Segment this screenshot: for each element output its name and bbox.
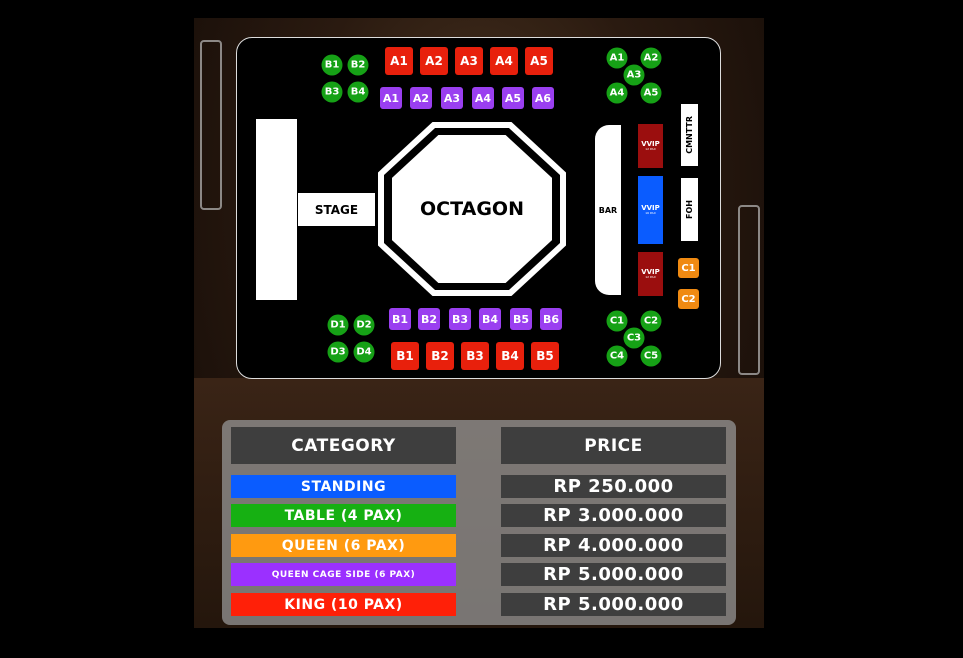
price-cell: RP 5.000.000 xyxy=(501,563,726,586)
vvip-pax: 16 PAX xyxy=(645,211,656,215)
table-seat[interactable]: D4 xyxy=(353,341,375,363)
table-seat[interactable]: B3 xyxy=(321,81,343,103)
commentator-label: CMNTTR xyxy=(685,116,694,154)
queen-seat[interactable]: C1 xyxy=(678,258,699,278)
vvip-label: VVIP xyxy=(641,140,660,148)
table-seat[interactable]: C5 xyxy=(640,345,662,367)
cage-side-seat[interactable]: B3 xyxy=(449,308,471,330)
table-seat[interactable]: C4 xyxy=(606,345,628,367)
table-seat[interactable]: A4 xyxy=(606,82,628,104)
cage-side-seat[interactable]: A5 xyxy=(502,87,524,109)
category-cell: KING (10 PAX) xyxy=(231,593,456,616)
king-seat[interactable]: B5 xyxy=(531,342,559,370)
price-cell: RP 3.000.000 xyxy=(501,504,726,527)
price-cell: RP 4.000.000 xyxy=(501,534,726,557)
stage-label: STAGE xyxy=(298,193,375,226)
foh-label: FOH xyxy=(685,200,694,219)
price-header: PRICE xyxy=(501,427,726,464)
category-cell: QUEEN (6 PAX) xyxy=(231,534,456,557)
king-seat[interactable]: A5 xyxy=(525,47,553,75)
table-seat[interactable]: A2 xyxy=(640,47,662,69)
king-seat[interactable]: A1 xyxy=(385,47,413,75)
cage-side-seat[interactable]: A2 xyxy=(410,87,432,109)
king-seat[interactable]: B3 xyxy=(461,342,489,370)
vvip-pax: 12 PAX xyxy=(645,275,656,279)
king-seat[interactable]: B1 xyxy=(391,342,419,370)
commentator-booth: CMNTTR xyxy=(681,104,698,166)
hex-decoration-right xyxy=(738,205,760,375)
category-cell: QUEEN CAGE SIDE (6 PAX) xyxy=(231,563,456,586)
table-seat[interactable]: D3 xyxy=(327,341,349,363)
table-seat[interactable]: C3 xyxy=(623,327,645,349)
king-seat[interactable]: B4 xyxy=(496,342,524,370)
category-cell: STANDING xyxy=(231,475,456,498)
table-seat[interactable]: A3 xyxy=(623,64,645,86)
table-seat[interactable]: B4 xyxy=(347,81,369,103)
category-header: CATEGORY xyxy=(231,427,456,464)
cage-side-seat[interactable]: B1 xyxy=(389,308,411,330)
cage-side-seat[interactable]: B5 xyxy=(510,308,532,330)
cage-side-seat[interactable]: A4 xyxy=(472,87,494,109)
price-cell: RP 5.000.000 xyxy=(501,593,726,616)
cage-side-seat[interactable]: A1 xyxy=(380,87,402,109)
foh-booth: FOH xyxy=(681,178,698,241)
vvip-pax: 12 PAX xyxy=(645,147,656,151)
cage-side-seat[interactable]: B6 xyxy=(540,308,562,330)
vvip-label: VVIP xyxy=(641,204,660,212)
cage-side-seat[interactable]: B4 xyxy=(479,308,501,330)
cage-side-seat[interactable]: B2 xyxy=(418,308,440,330)
king-seat[interactable]: A2 xyxy=(420,47,448,75)
category-cell: TABLE (4 PAX) xyxy=(231,504,456,527)
vvip-label: VVIP xyxy=(641,268,660,276)
price-cell: RP 250.000 xyxy=(501,475,726,498)
table-seat[interactable]: A5 xyxy=(640,82,662,104)
stage-block xyxy=(256,119,297,300)
table-seat[interactable]: A1 xyxy=(606,47,628,69)
king-seat[interactable]: A3 xyxy=(455,47,483,75)
table-seat[interactable]: B2 xyxy=(347,54,369,76)
king-seat[interactable]: A4 xyxy=(490,47,518,75)
queen-seat[interactable]: C2 xyxy=(678,289,699,309)
cage-side-seat[interactable]: A6 xyxy=(532,87,554,109)
table-seat[interactable]: C2 xyxy=(640,310,662,332)
bar: BAR xyxy=(595,125,621,295)
cage-side-seat[interactable]: A3 xyxy=(441,87,463,109)
table-seat[interactable]: C1 xyxy=(606,310,628,332)
table-seat[interactable]: B1 xyxy=(321,54,343,76)
octagon-label: OCTAGON xyxy=(392,135,552,283)
king-seat[interactable]: B2 xyxy=(426,342,454,370)
hex-decoration-left xyxy=(200,40,222,210)
table-seat[interactable]: D2 xyxy=(353,314,375,336)
table-seat[interactable]: D1 xyxy=(327,314,349,336)
